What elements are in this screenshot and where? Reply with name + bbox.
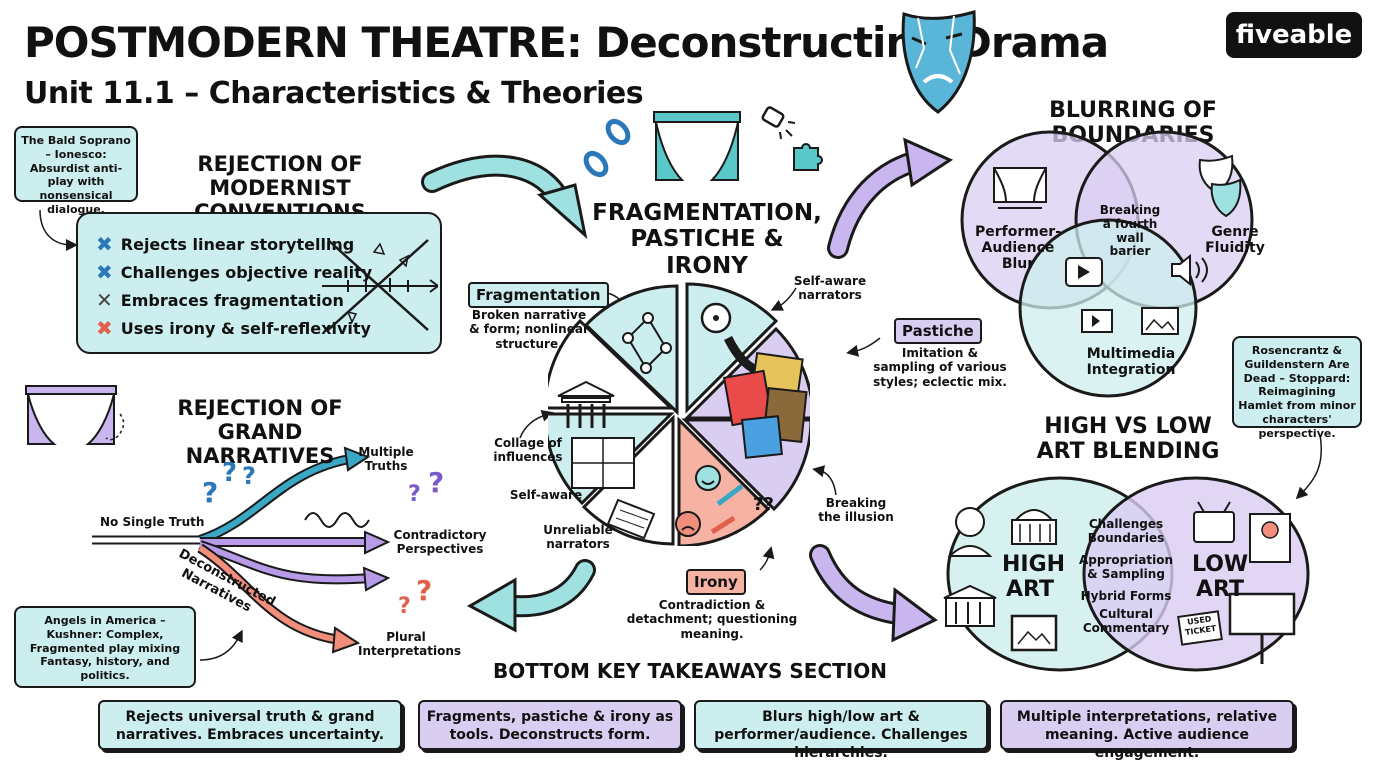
rosencrantz-note: Rosencrantz & Guildenstern Are Dead – St…	[1232, 336, 1362, 440]
challenges-boundaries-label: Challenges Boundaries	[1087, 517, 1165, 545]
x-mark-icon: ✖	[96, 232, 113, 256]
takeaway-card: Rejects universal truth & grand narrativ…	[98, 700, 402, 750]
q-mark: ?	[416, 574, 433, 607]
multimedia-label: Multimedia Integration	[1086, 346, 1176, 379]
high-art-label: HIGH ART	[1002, 552, 1066, 603]
angels-in-america-note: Angels in America – Kushner: Complex, Fr…	[14, 606, 196, 688]
self-aware-label: Self-aware	[509, 488, 583, 502]
boundaries-venn	[960, 130, 1254, 398]
x-mark-icon: ✕	[96, 288, 113, 312]
x-mark-icon: ✖	[96, 260, 113, 284]
question-marks-text: ??	[753, 494, 774, 515]
genre-fluidity-label: Genre Fluidity	[1205, 224, 1265, 257]
self-aware-narrators-label: Self-aware narrators	[793, 274, 867, 303]
puzzle-piece-icon	[793, 143, 823, 171]
bald-soprano-note: The Bald Soprano – Ionesco: Absurdist an…	[14, 126, 138, 216]
fragmentation-tag: Fragmentation	[468, 282, 609, 308]
takeaway-card: Fragments, pastiche & irony as tools. De…	[418, 700, 682, 750]
page-subtitle: Unit 11.1 – Characteristics & Theories	[24, 76, 644, 111]
fiveable-logo[interactable]: fiveable	[1226, 12, 1362, 58]
performer-audience-label: Performer-Audience Blur	[974, 224, 1062, 273]
x-mark-icon: ✖	[96, 316, 113, 340]
broken-arrows-icon	[322, 239, 438, 331]
pastiche-description: Imitation & sampling of various styles; …	[873, 346, 1007, 389]
fragmented-wheel	[548, 282, 810, 546]
contradictory-perspectives-label: Contradictory Perspectives	[393, 528, 487, 557]
appropriation-label: Appropriation & Sampling	[1079, 553, 1173, 581]
rejection-modernist-panel: ✖ Rejects linear storytelling ✖ Challeng…	[76, 212, 442, 354]
curtain-icon	[653, 111, 741, 181]
plural-interpretations-label: Plural Interpretations	[358, 630, 462, 659]
fragmentation-description: Broken narrative & form; nonlinear struc…	[469, 308, 589, 351]
irony-tag: Irony	[686, 569, 746, 595]
high-low-venn	[943, 476, 1310, 672]
rejection-item-text: Embraces fragmentation	[120, 290, 344, 310]
rejection-item-text: Rejects linear storytelling	[120, 234, 355, 254]
q-mark: ?	[202, 476, 219, 509]
q-mark: ?	[242, 462, 256, 490]
collage-label: Collage of influences	[493, 436, 563, 465]
hybrid-forms-label: Hybrid Forms	[1080, 589, 1172, 603]
grand-narratives-heading: REJECTION OF GRAND NARRATIVES	[177, 396, 343, 469]
breaking-fourth-wall-label: Breaking a fourth wall barier	[1099, 203, 1161, 259]
q-mark: ?	[398, 594, 411, 619]
q-mark: ?	[428, 466, 445, 499]
rejection-item: ✖ Uses irony & self-reflexivity	[96, 316, 371, 340]
irony-description: Contradiction & detachment; questioning …	[626, 598, 798, 641]
takeaway-card: Multiple interpretations, relative meani…	[1000, 700, 1294, 761]
takeaways-heading: BOTTOM KEY TAKEAWAYS SECTION	[493, 659, 887, 683]
multiple-truths-label: Multiple Truths	[358, 445, 414, 474]
chain-icon	[583, 118, 631, 178]
fragmentation-heading: FRAGMENTATION, PASTICHE & IRONY	[592, 200, 822, 279]
rejection-item: ✕ Embraces fragmentation	[96, 288, 344, 312]
spotlight-icon	[761, 106, 796, 140]
curtain-icon-purple	[25, 385, 125, 445]
pastiche-tag: Pastiche	[894, 318, 982, 344]
no-single-truth-label: No Single Truth	[100, 515, 205, 529]
high-low-heading: HIGH VS LOW ART BLENDING	[1036, 414, 1220, 465]
breaking-illusion-label: Breaking the illusion	[818, 496, 894, 525]
rejection-item: ✖ Challenges objective reality	[96, 260, 372, 284]
logo-text: fiveable	[1235, 20, 1353, 50]
takeaway-card: Blurs high/low art & performer/audience.…	[694, 700, 988, 761]
unreliable-narrators-label: Unreliable narrators	[543, 523, 613, 552]
cultural-commentary-label: Cultural Commentary	[1082, 607, 1170, 635]
q-mark: ?	[222, 458, 238, 488]
low-art-label: LOW ART	[1192, 552, 1249, 603]
rejection-item: ✖ Rejects linear storytelling	[96, 232, 354, 256]
rejection-item-text: Challenges objective reality	[120, 262, 373, 282]
q-mark: ?	[408, 482, 421, 507]
theatre-mask-icon	[901, 10, 976, 114]
rejection-item-text: Uses irony & self-reflexivity	[120, 318, 371, 338]
